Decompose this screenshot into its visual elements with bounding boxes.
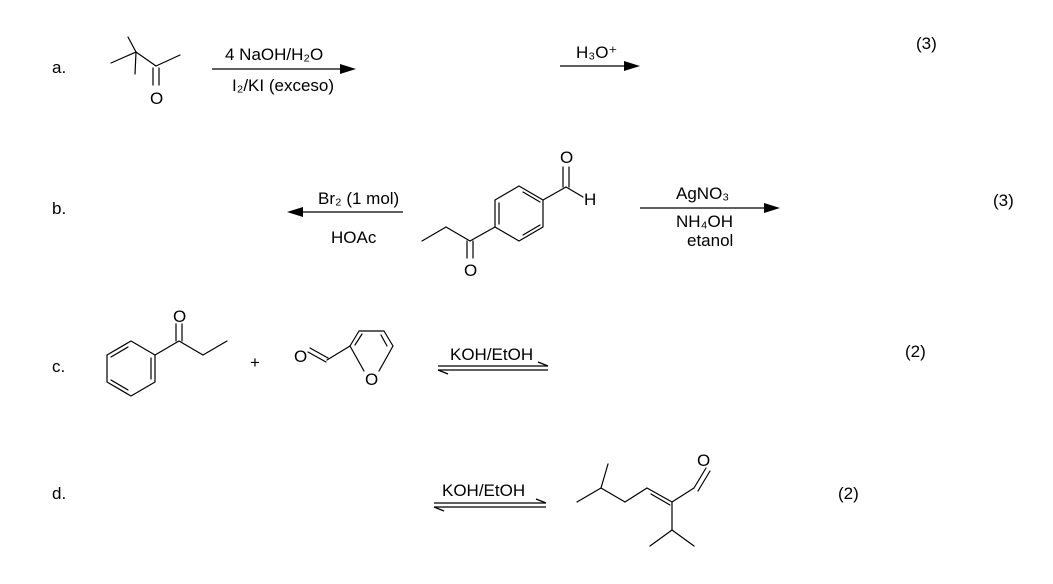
bond bbox=[576, 487, 602, 503]
arrowhead bbox=[340, 64, 356, 74]
ring-double-bond bbox=[110, 379, 129, 391]
carbonyl-bond bbox=[697, 470, 711, 492]
reaction-b-reagent-left-1: Br₂ (1 mol) bbox=[318, 189, 399, 208]
bond bbox=[178, 340, 204, 356]
carbonyl-bond bbox=[309, 347, 329, 359]
reaction-c-points: (2) bbox=[905, 342, 926, 361]
bond bbox=[155, 54, 181, 67]
reaction-a: a. O 4 NaOH/H₂O I₂/KI (exceso) H₃O⁺ (3) bbox=[52, 34, 937, 108]
reaction-b-points: (3) bbox=[993, 191, 1014, 210]
arrowhead bbox=[764, 203, 780, 213]
reaction-a-reagent-2: I₂/KI (exceso) bbox=[232, 76, 334, 95]
arrowhead bbox=[535, 498, 547, 504]
reaction-b-reagent-right-2: NH₄OH bbox=[676, 212, 733, 231]
benzene-ring bbox=[106, 340, 156, 397]
alkene-bond bbox=[646, 487, 673, 503]
reaction-d: d. KOH/EtOH O (2) bbox=[52, 451, 859, 547]
reaction-a-reagent-1: 4 NaOH/H₂O bbox=[225, 45, 323, 64]
ring-double-bond bbox=[354, 333, 363, 346]
oxygen-atom: O bbox=[173, 307, 186, 326]
bond bbox=[565, 186, 584, 198]
bond bbox=[134, 51, 137, 75]
carbonyl-bond bbox=[307, 351, 327, 363]
bond bbox=[624, 487, 648, 503]
reaction-c-reagent: KOH/EtOH bbox=[450, 345, 533, 364]
reaction-b-reagent-right-3: etanol bbox=[687, 231, 733, 250]
ring-double-bond bbox=[522, 224, 541, 236]
oxygen-atom: O bbox=[294, 347, 307, 366]
reaction-b-reagent-right-1: AgNO₃ bbox=[676, 184, 729, 203]
propiophenone-structure: O bbox=[106, 307, 228, 397]
benzene-ring bbox=[494, 185, 544, 242]
bond bbox=[671, 487, 695, 503]
arrowhead bbox=[437, 369, 449, 375]
reaction-b-label: b. bbox=[52, 199, 66, 218]
bond bbox=[127, 36, 137, 53]
furan-ring bbox=[349, 330, 394, 372]
bond bbox=[154, 340, 180, 356]
oxygen-atom: O bbox=[365, 370, 378, 389]
bond bbox=[421, 226, 447, 242]
arrowhead bbox=[624, 61, 640, 71]
bond bbox=[445, 226, 471, 242]
reaction-c: c. O + O O KOH/EtOH bbox=[52, 307, 926, 397]
bond bbox=[600, 463, 609, 489]
bond bbox=[110, 51, 137, 64]
bond bbox=[202, 340, 228, 356]
bond bbox=[326, 345, 351, 361]
bond bbox=[649, 529, 673, 547]
bond bbox=[542, 186, 567, 201]
ring-double-bond bbox=[522, 191, 541, 203]
reaction-d-label: d. bbox=[52, 484, 66, 503]
oxygen-atom: O bbox=[150, 89, 163, 108]
reaction-b-reagent-left-2: HOAc bbox=[331, 228, 377, 247]
reaction-d-points: (2) bbox=[838, 484, 859, 503]
ring-double-bond bbox=[110, 346, 129, 358]
reaction-a-points: (3) bbox=[916, 34, 937, 53]
reaction-d-reagent: KOH/EtOH bbox=[442, 481, 525, 500]
reaction-a-reagent-3: H₃O⁺ bbox=[576, 43, 617, 62]
bond bbox=[469, 226, 496, 242]
oxygen-atom: O bbox=[560, 148, 573, 167]
oxygen-atom: O bbox=[697, 451, 710, 470]
bond bbox=[135, 51, 157, 67]
pinacolone-structure: O bbox=[110, 36, 181, 108]
propanoylbenzaldehyde-structure: O H O bbox=[421, 148, 596, 280]
arrowhead bbox=[537, 361, 549, 367]
unsaturated-aldehyde-structure: O bbox=[576, 451, 711, 547]
bond bbox=[600, 487, 626, 503]
alkene-bond bbox=[650, 493, 671, 506]
oxygen-atom: O bbox=[464, 261, 477, 280]
reaction-a-label: a. bbox=[52, 58, 66, 77]
reaction-c-plus: + bbox=[250, 353, 260, 372]
arrowhead bbox=[287, 207, 303, 217]
hydrogen-atom: H bbox=[584, 190, 596, 209]
reaction-b: b. Br₂ (1 mol) HOAc O H O A bbox=[52, 148, 1014, 280]
ring-double-bond bbox=[380, 334, 388, 347]
reaction-c-label: c. bbox=[52, 357, 65, 376]
bond bbox=[671, 529, 695, 547]
arrowhead bbox=[433, 506, 445, 512]
furfural-structure: O O bbox=[294, 330, 394, 389]
carbonyl-bond bbox=[693, 467, 707, 489]
